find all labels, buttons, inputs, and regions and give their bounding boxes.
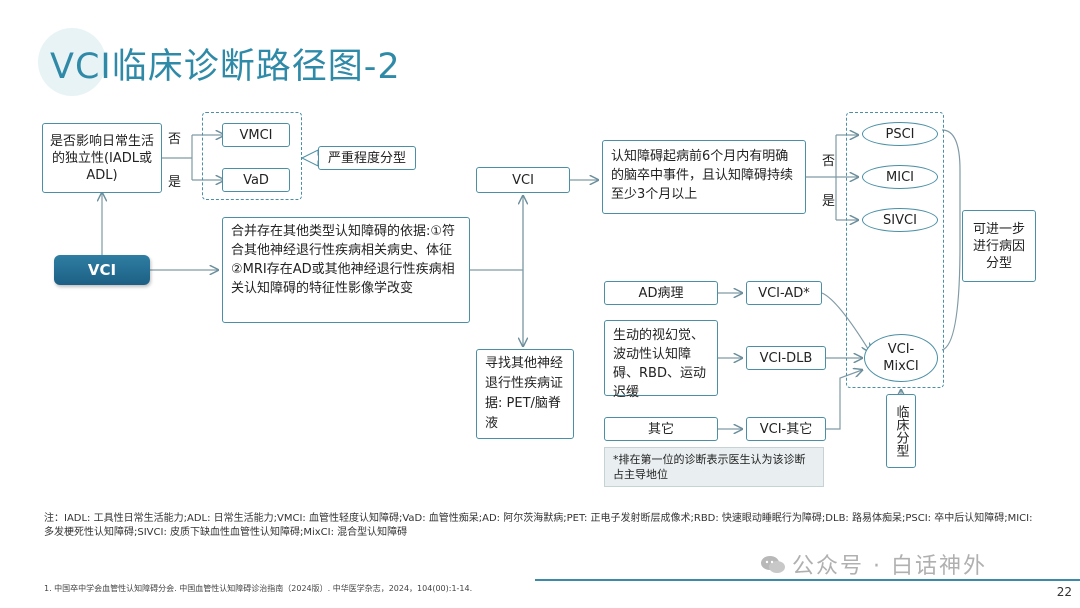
vad-text: VaD bbox=[243, 172, 269, 188]
page-number: 22 bbox=[1056, 585, 1072, 599]
psci-text: PSCI bbox=[885, 126, 915, 142]
vci-dlb-text: VCI-DLB bbox=[759, 350, 813, 366]
further-subtype-box: 可进一步进行病因分型 bbox=[962, 210, 1036, 282]
watermark-text: 公众号 · 白话神外 bbox=[792, 554, 987, 579]
severity-box: 严重程度分型 bbox=[318, 146, 416, 170]
clinical-subtype-text: 临床分型 bbox=[893, 405, 909, 457]
severity-text: 严重程度分型 bbox=[327, 150, 406, 166]
daily-life-question-text: 是否影响日常生活的独立性(IADL或ADL) bbox=[49, 133, 154, 183]
vci-other-text: VCI-其它 bbox=[759, 421, 813, 437]
other-box: 其它 bbox=[604, 417, 718, 441]
mici-oval: MICI bbox=[862, 165, 938, 189]
ad-pathology-text: AD病理 bbox=[638, 285, 684, 301]
reference: 1. 中国卒中学会血管性认知障碍分会. 中国血管性认知障碍诊治指南（2024版）… bbox=[44, 584, 473, 593]
dlb-features-box: 生动的视幻觉、波动性认知障碍、RBD、运动迟缓 bbox=[604, 320, 718, 400]
ad-pathology-box: AD病理 bbox=[604, 281, 718, 305]
middle-vci-text: VCI bbox=[512, 172, 534, 188]
title-decoration bbox=[38, 28, 106, 96]
dlb-features-text: 生动的视幻觉、波动性认知障碍、RBD、运动迟缓 bbox=[613, 328, 706, 400]
clinical-subtype-label: 临床分型 bbox=[886, 394, 916, 468]
subtype-dashed-group bbox=[846, 112, 944, 388]
right-yes-label: 是 bbox=[822, 194, 836, 209]
search-evidence-box: 寻找其他神经退行性疾病证据: PET/脑脊液 bbox=[476, 349, 574, 439]
primary-diagnosis-hint-text: *排在第一位的诊断表示医生认为该诊断占主导地位 bbox=[613, 453, 806, 481]
vci-other-box: VCI-其它 bbox=[746, 417, 826, 441]
left-yes-label: 是 bbox=[168, 175, 182, 190]
further-subtype-text: 可进一步进行病因分型 bbox=[972, 221, 1025, 271]
watermark: 公众号 · 白话神外 bbox=[760, 548, 987, 580]
vci-ad-box: VCI-AD* bbox=[746, 281, 822, 305]
vmci-text: VMCI bbox=[239, 127, 273, 143]
vad-box: VaD bbox=[222, 168, 290, 192]
other-text: 其它 bbox=[647, 421, 674, 437]
page-title: VCI临床诊断路径图-2 bbox=[50, 47, 401, 87]
sivci-oval: SIVCI bbox=[862, 208, 938, 232]
search-evidence-text: 寻找其他神经退行性疾病证据: PET/脑脊液 bbox=[485, 356, 564, 431]
vci-start-text: VCI bbox=[87, 261, 117, 279]
vci-mixci-oval: VCI-MixCI bbox=[864, 334, 938, 382]
psci-oval: PSCI bbox=[862, 122, 938, 146]
middle-vci-box: VCI bbox=[476, 167, 570, 193]
daily-life-question-box: 是否影响日常生活的独立性(IADL或ADL) bbox=[42, 123, 162, 193]
primary-diagnosis-hint: *排在第一位的诊断表示医生认为该诊断占主导地位 bbox=[604, 447, 824, 487]
vmci-box: VMCI bbox=[222, 123, 290, 147]
vci-start-pill: VCI bbox=[54, 255, 150, 285]
left-no-label: 否 bbox=[168, 132, 182, 147]
stroke-question-box: 认知障碍起病前6个月内有明确的脑卒中事件，且认知障碍持续至少3个月以上 bbox=[602, 140, 806, 214]
vmci-vad-dashed-group bbox=[202, 112, 302, 200]
stroke-question-text: 认知障碍起病前6个月内有明确的脑卒中事件，且认知障碍持续至少3个月以上 bbox=[611, 149, 794, 202]
abbreviation-note: 注：IADL: 工具性日常生活能力;ADL: 日常生活能力;VMCI: 血管性轻… bbox=[44, 513, 1033, 538]
other-dementia-evidence-text: 合并存在其他类型认知障碍的依据:①符合其他神经退行性疾病相关病史、体征②MRI存… bbox=[231, 224, 456, 296]
vci-dlb-box: VCI-DLB bbox=[746, 346, 826, 370]
mici-text: MICI bbox=[886, 169, 914, 185]
wechat-icon bbox=[761, 556, 785, 573]
right-no-label: 否 bbox=[822, 154, 836, 169]
footer-divider bbox=[535, 579, 1080, 581]
vci-mixci-text: VCI-MixCI bbox=[883, 342, 919, 374]
vci-ad-text: VCI-AD* bbox=[758, 285, 810, 301]
sivci-text: SIVCI bbox=[883, 212, 917, 228]
other-dementia-evidence-box: 合并存在其他类型认知障碍的依据:①符合其他神经退行性疾病相关病史、体征②MRI存… bbox=[222, 217, 470, 323]
